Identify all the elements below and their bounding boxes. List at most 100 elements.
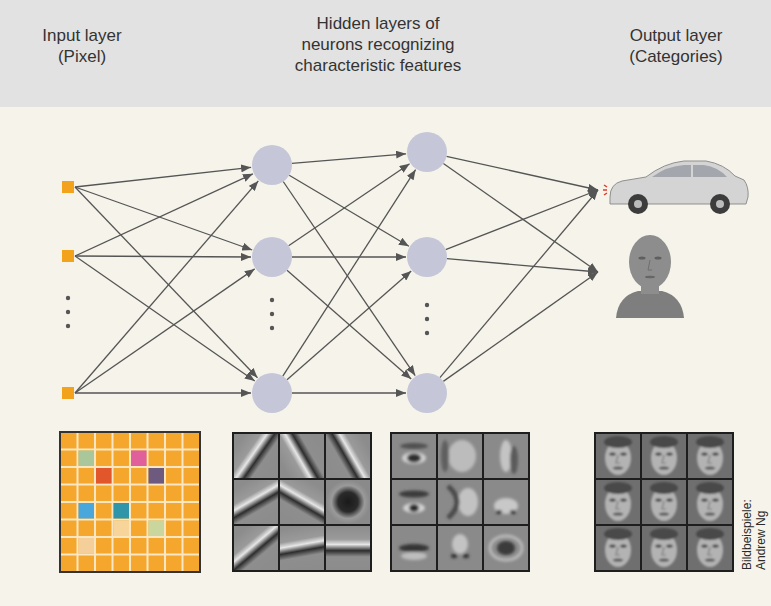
face-tile (596, 434, 640, 478)
headlight-beam (603, 189, 607, 191)
connection-arrow (289, 164, 410, 246)
car-window (652, 165, 727, 177)
neuron-circle (252, 237, 292, 277)
edge-filter-tile (234, 480, 278, 524)
headlight-beam (604, 185, 607, 187)
ellipsis-dot (66, 324, 70, 328)
ellipsis-dot (66, 296, 70, 300)
pixel-cell (79, 538, 95, 554)
connection-arrow (75, 256, 251, 257)
connection-arrow (446, 190, 598, 250)
connection-arrow (292, 256, 406, 257)
face-tile (642, 434, 686, 478)
layer-heading: Hidden layers of neurons recognizing cha… (290, 13, 466, 76)
pixel-cell (96, 468, 112, 484)
pixel-cell (79, 503, 95, 519)
input-layer (62, 181, 74, 399)
ellipsis-dot (425, 303, 429, 307)
connection-arrow (287, 271, 411, 380)
face-part-tile (392, 434, 436, 478)
connection-arrow (283, 182, 415, 376)
neuron-circle (407, 373, 447, 413)
connection-arrow (75, 167, 251, 187)
layer-heading: Input layer (Pixel) (26, 25, 138, 67)
edge-filter-tile (234, 434, 278, 478)
face-tile (642, 480, 686, 524)
pixel-grid-frame (60, 432, 200, 572)
connection-arrow (447, 156, 599, 190)
connection-arrow (75, 174, 253, 256)
edge-filter-tile (280, 434, 324, 478)
connection-arrow (287, 270, 411, 379)
ellipsis-dot (425, 317, 429, 321)
face-part-tile (484, 434, 528, 478)
pixel-cell (149, 468, 165, 484)
person-eye (655, 257, 662, 260)
ellipsis-dot (270, 298, 274, 302)
ellipsis-dots (66, 296, 429, 335)
person-head (629, 235, 671, 289)
face-part-tile (438, 434, 482, 478)
car-wheel (628, 194, 648, 214)
ellipsis-dot (66, 310, 70, 314)
connection-arrow (75, 187, 258, 378)
pixel-grid (60, 432, 200, 572)
neuron-circle (252, 373, 292, 413)
neuron-circle (407, 237, 447, 277)
input-pixel (62, 181, 74, 193)
connection-arrow (75, 269, 255, 393)
face-tile (596, 480, 640, 524)
connection-arrow (447, 259, 598, 272)
car-hub (716, 200, 724, 208)
face-tile (642, 526, 686, 570)
edge-filter-tile (280, 526, 324, 570)
arrow-group (75, 154, 598, 393)
person-shoulders (616, 291, 684, 318)
person-icon (616, 235, 684, 318)
connection-arrow (75, 181, 258, 393)
pixel-cell (131, 451, 147, 467)
header-band: Input layer (Pixel) Hidden layers of neur… (0, 0, 771, 107)
person-eye (639, 257, 646, 260)
face-part-tile (392, 526, 436, 570)
connection-arrow (292, 392, 406, 393)
face-part-tile (484, 526, 528, 570)
person-nose (648, 260, 652, 270)
edge-filter-tile (280, 480, 324, 524)
edge-filter-grid (232, 432, 372, 572)
pixel-cell (114, 521, 130, 537)
edge-filter-frame (232, 432, 372, 572)
car-hub (634, 200, 642, 208)
ellipsis-dot (270, 326, 274, 330)
face-frame (594, 432, 734, 572)
face-part-tile (438, 480, 482, 524)
pixel-cell (79, 451, 95, 467)
face-part-tile (438, 526, 482, 570)
connection-arrow (443, 272, 598, 381)
face-tile (688, 526, 732, 570)
face-grid (594, 432, 734, 572)
face-part-tile (484, 480, 528, 524)
face-tile (688, 434, 732, 478)
input-pixel (62, 387, 74, 399)
car-icon (603, 161, 748, 214)
connection-arrow (289, 175, 409, 246)
edge-filter-tile (234, 526, 278, 570)
ellipsis-dot (270, 312, 274, 316)
face-tile (688, 480, 732, 524)
face-part-grid (390, 432, 530, 572)
face-part-frame (390, 432, 530, 572)
connection-arrow (75, 392, 251, 393)
pixel-cell (149, 521, 165, 537)
ellipsis-dot (425, 331, 429, 335)
car-wheel (710, 194, 730, 214)
input-pixel (62, 250, 74, 262)
person-mouth (645, 276, 655, 278)
neuron-circle (407, 132, 447, 172)
connection-arrow (283, 170, 416, 377)
connection-arrow (292, 154, 406, 164)
car-pillar (691, 165, 693, 177)
layer-heading: Output layer (Categories) (608, 25, 744, 67)
pixel-cell (114, 503, 130, 519)
